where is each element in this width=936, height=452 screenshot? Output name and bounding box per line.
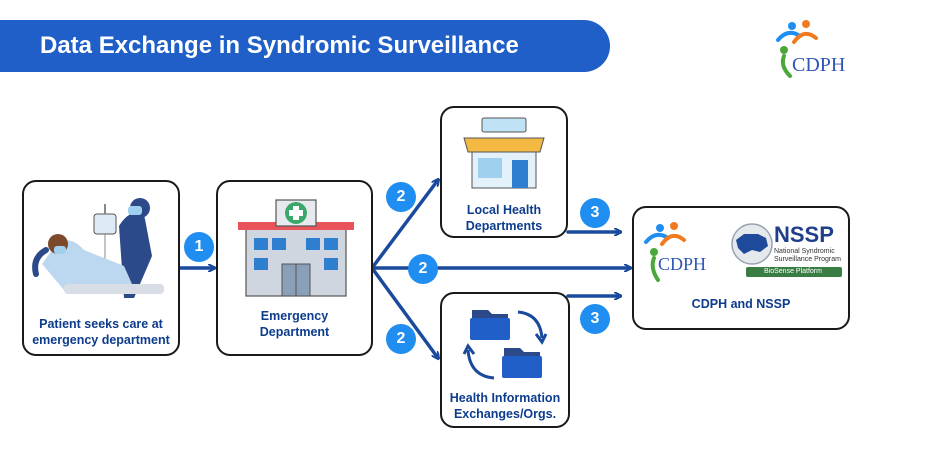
- cdph-nssp-node: CDPH NSSP National Syndromic Surveillanc…: [632, 206, 850, 330]
- nssp-subtitle-line-1: National Syndromic: [774, 248, 835, 255]
- nssp-platform-text: BioSense Platform: [764, 268, 822, 275]
- hie-node: Health Information Exchanges/Orgs.: [440, 292, 570, 428]
- step-badge-1: 1: [184, 232, 214, 262]
- patient-node: Patient seeks care at emergency departme…: [22, 180, 180, 356]
- step-badge-2-bottom: 2: [386, 324, 416, 354]
- step-badge-3-bottom: 3: [580, 304, 610, 334]
- nssp-subtitle-line-2: Surveillance Program: [774, 256, 841, 263]
- hospital-icon: [238, 199, 354, 297]
- title-banner: Data Exchange in Syndromic Surveillance: [0, 20, 610, 72]
- arrow-ed-to-hie: [370, 266, 438, 358]
- cdph-small-figures-icon: [644, 222, 686, 282]
- local-health-label: Local Health Departments: [465, 203, 543, 233]
- arrow-ed-to-local: [370, 180, 438, 270]
- step-badge-2-middle: 2: [408, 254, 438, 284]
- step-badge-2-top: 2: [386, 182, 416, 212]
- storefront-icon: [463, 117, 545, 189]
- step-badge-3-top: 3: [580, 198, 610, 228]
- cdph-nssp-label: CDPH and NSSP: [691, 297, 791, 311]
- nssp-platform-bar: [746, 267, 842, 277]
- page-title: Data Exchange in Syndromic Surveillance: [40, 32, 519, 59]
- ed-label: Emergency Department: [259, 309, 330, 339]
- hie-label: Health Information Exchanges/Orgs.: [449, 391, 561, 421]
- ed-node: Emergency Department: [216, 180, 373, 356]
- local-health-node: Local Health Departments: [440, 106, 568, 238]
- patient-bed-icon: [32, 198, 164, 298]
- nssp-title: NSSP: [774, 222, 834, 247]
- file-exchange-icon: [462, 310, 548, 380]
- cdph-logo: CDPH: [770, 18, 860, 80]
- cdph-small-logo-text: CDPH: [658, 254, 707, 274]
- cdph-logo-text: CDPH: [792, 54, 846, 76]
- cdph-figures-icon: [776, 20, 818, 78]
- patient-label: Patient seeks care at emergency departme…: [32, 317, 170, 347]
- globe-usa-icon: [731, 223, 773, 265]
